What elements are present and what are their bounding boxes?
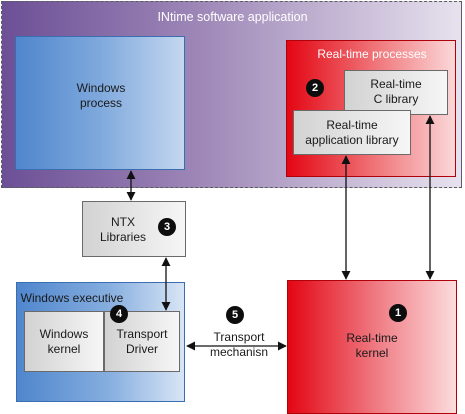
- badge-3: 3: [158, 218, 176, 236]
- windows-process-label-line1: Windows: [76, 81, 126, 95]
- windows-kernel-line2: kernel: [47, 342, 81, 356]
- windows-executive-title: Windows executive: [20, 291, 124, 305]
- windows-kernel-box: Windows kernel: [24, 311, 104, 372]
- ntx-libraries-line2: Libraries: [99, 230, 147, 244]
- realtime-application-library-line1: Real-time: [326, 118, 378, 132]
- ntx-libraries-line1: NTX: [111, 215, 135, 229]
- realtime-application-library-box: Real-time application library: [293, 110, 411, 155]
- realtime-kernel-line2: kernel: [355, 346, 389, 360]
- transport-mechanism-line1: Transport: [213, 330, 265, 344]
- realtime-application-library-line2: application library: [305, 133, 399, 147]
- realtime-c-library-line1: Real-time: [370, 77, 422, 91]
- badge-2: 2: [306, 79, 324, 97]
- realtime-kernel-box: Real-time kernel: [287, 280, 457, 414]
- realtime-c-library-line2: C library: [373, 92, 419, 106]
- transport-driver-line1: Transport: [116, 327, 168, 341]
- badge-5: 5: [226, 306, 244, 324]
- realtime-kernel-line1: Real-time: [346, 331, 398, 345]
- windows-process-box: Windows process: [15, 36, 185, 170]
- realtime-processes-title: Real-time processes: [317, 47, 427, 61]
- intime-application-title: INtime software application: [157, 10, 308, 24]
- realtime-c-library-box: Real-time C library: [344, 70, 448, 115]
- badge-4: 4: [110, 305, 128, 323]
- badge-1: 1: [389, 304, 407, 322]
- transport-driver-line2: Driver: [126, 342, 158, 356]
- windows-process-label-line2: process: [79, 96, 123, 110]
- windows-process-label: Windows process: [16, 81, 186, 111]
- windows-kernel-line1: Windows: [39, 327, 89, 341]
